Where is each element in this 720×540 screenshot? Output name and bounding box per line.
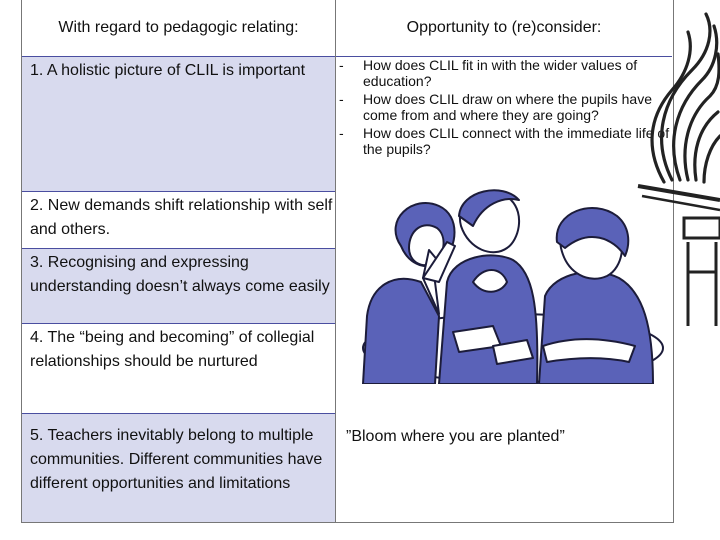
header-left: With regard to pedagogic relating: <box>22 0 335 57</box>
row-4: 4. The “being and becoming” of collegial… <box>22 323 335 413</box>
question-item: -How does CLIL connect with the immediat… <box>339 124 670 158</box>
row-1-text: 1. A holistic picture of CLIL is importa… <box>30 62 306 79</box>
question-text: How does CLIL fit in with the wider valu… <box>363 57 638 90</box>
question-text: How does CLIL connect with the immediate… <box>363 124 670 158</box>
row-3-text: 3. Recognising and expressing understand… <box>30 254 330 295</box>
row-divider <box>22 191 335 192</box>
question-item: -How does CLIL draw on where the pupils … <box>339 90 652 124</box>
row-1: 1. A holistic picture of CLIL is importa… <box>22 57 335 191</box>
row-divider <box>22 323 335 324</box>
row-divider <box>22 413 335 414</box>
row-3: 3. Recognising and expressing understand… <box>22 249 335 323</box>
header-right: Opportunity to (re)consider: <box>336 0 672 57</box>
right-column: Opportunity to (re)consider: -How does C… <box>336 0 672 522</box>
teachers-discussion-illustration-icon <box>362 189 664 384</box>
quote-text: ”Bloom where you are planted” <box>346 428 565 445</box>
question-list: -How does CLIL fit in with the wider val… <box>336 57 672 191</box>
row-5: 5. Teachers inevitably belong to multipl… <box>22 414 335 522</box>
table-frame <box>21 0 674 523</box>
row-5-text: 5. Teachers inevitably belong to multipl… <box>30 427 323 492</box>
left-column: With regard to pedagogic relating: 1. A … <box>22 0 335 522</box>
row-4-text: 4. The “being and becoming” of collegial… <box>30 329 315 370</box>
torch-flame-logo-icon <box>637 12 720 326</box>
question-text: How does CLIL draw on where the pupils h… <box>363 90 652 124</box>
row-2: 2. New demands shift relationship with s… <box>22 192 335 248</box>
column-divider <box>335 0 336 522</box>
row-2-text: 2. New demands shift relationship with s… <box>30 197 333 238</box>
row-divider <box>22 248 335 249</box>
question-item: -How does CLIL fit in with the wider val… <box>339 57 638 90</box>
